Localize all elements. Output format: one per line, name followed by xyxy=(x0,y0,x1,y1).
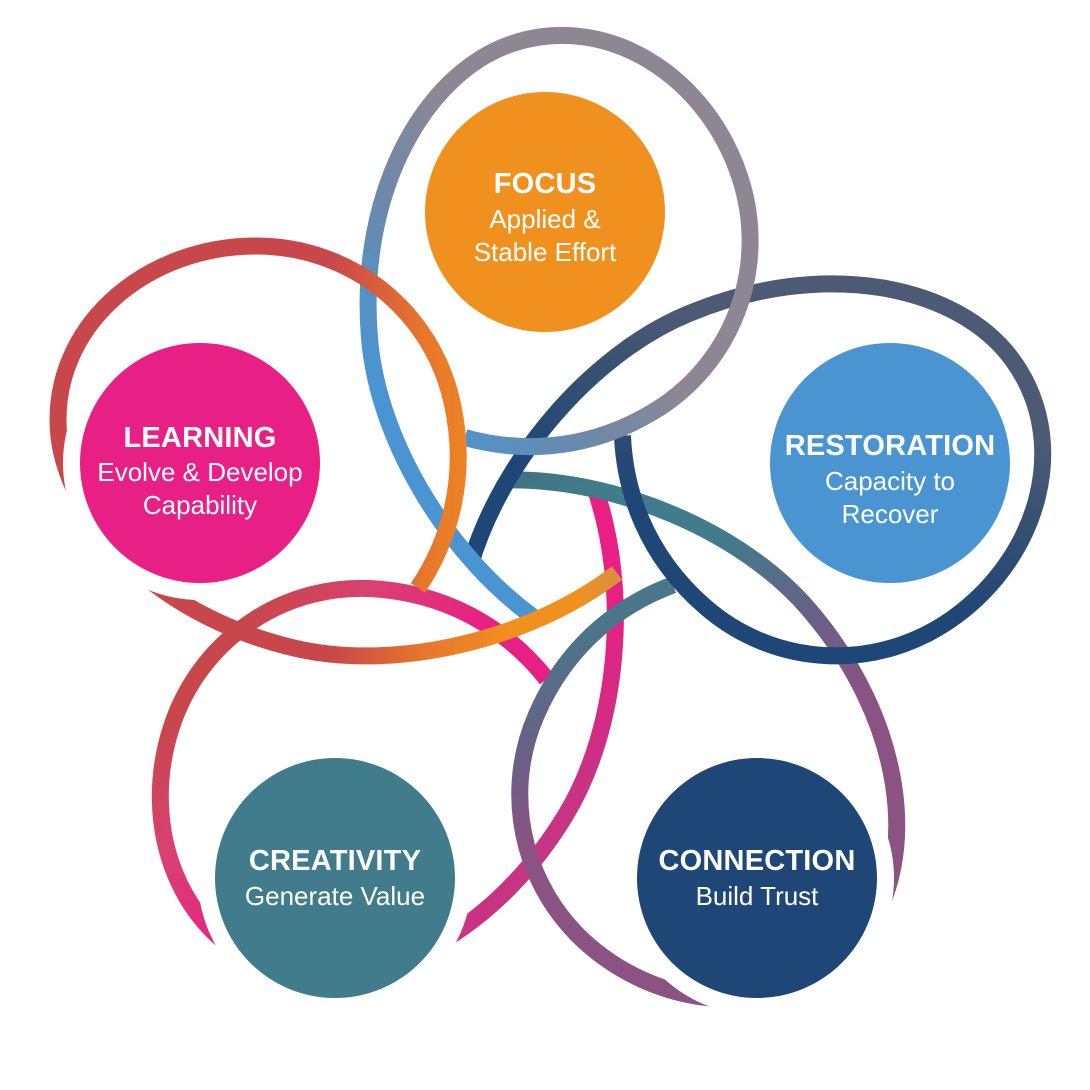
focus-title: FOCUS xyxy=(494,168,597,200)
node-focus[interactable]: FOCUS Applied & Stable Effort xyxy=(408,75,682,349)
restoration-title: RESTORATION xyxy=(785,430,996,462)
loop-connection xyxy=(462,275,1052,665)
loop-focus xyxy=(49,237,623,665)
restoration-subtitle-line-2: Recover xyxy=(842,499,939,529)
node-connection[interactable]: CONNECTION Build Trust xyxy=(620,741,894,1015)
connection-subtitle-line-1: Build Trust xyxy=(696,881,820,911)
learning-disc xyxy=(80,343,320,583)
connection-title: CONNECTION xyxy=(659,845,856,877)
node-restoration[interactable]: RESTORATION Capacity to Recover xyxy=(753,326,1027,600)
learning-title: LEARNING xyxy=(123,422,276,454)
node-learning[interactable]: LEARNING Evolve & Develop Capability xyxy=(63,326,337,600)
focus-subtitle-line-1: Applied & xyxy=(489,204,600,234)
restoration-disc xyxy=(770,343,1010,583)
focus-disc xyxy=(425,92,665,332)
connection-disc xyxy=(637,758,877,998)
loop-learning xyxy=(151,482,624,986)
learning-subtitle-line-2: Capability xyxy=(143,490,257,520)
restoration-subtitle-line-1: Capacity to xyxy=(825,466,955,496)
node-creativity[interactable]: CREATIVITY Generate Value xyxy=(198,741,472,1015)
creativity-disc xyxy=(215,758,455,998)
creativity-title: CREATIVITY xyxy=(249,845,421,877)
focus-subtitle-line-2: Stable Effort xyxy=(474,237,617,267)
loop-restoration xyxy=(359,26,759,630)
learning-subtitle-line-1: Evolve & Develop xyxy=(97,457,302,487)
creativity-subtitle-line-1: Generate Value xyxy=(245,881,425,911)
